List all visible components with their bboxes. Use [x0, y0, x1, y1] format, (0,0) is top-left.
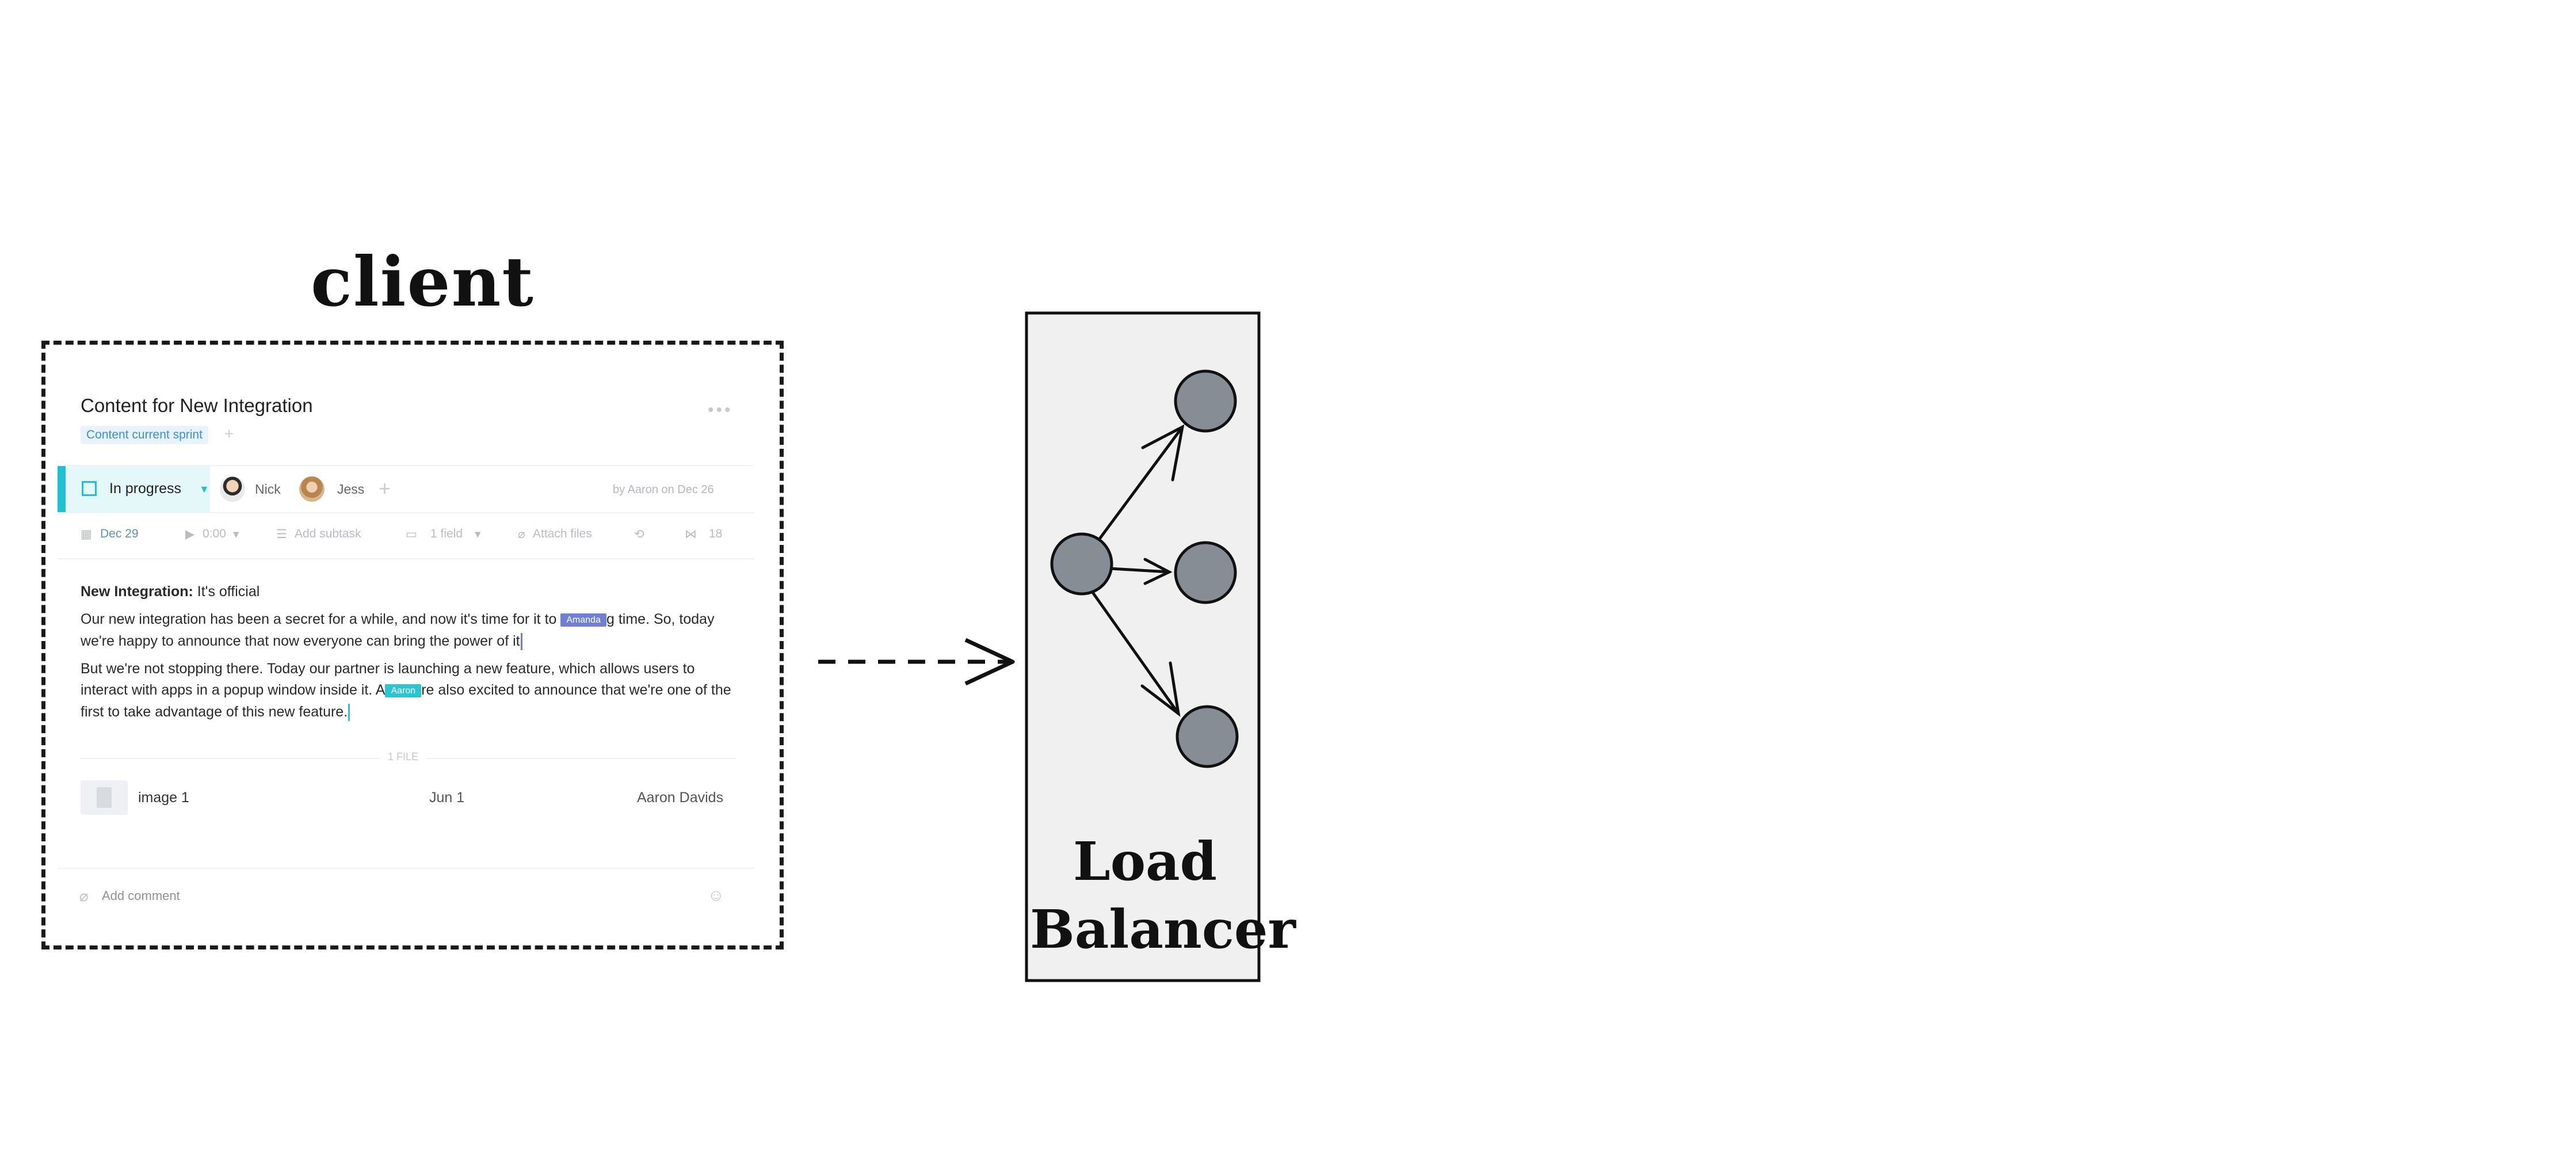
dependency-icon[interactable]: ⟲: [634, 528, 644, 541]
add-subtask[interactable]: Add subtask: [295, 527, 361, 540]
paragraph-1-start: Our new integration has been a secret fo…: [81, 611, 561, 627]
source-node: [1050, 532, 1113, 596]
due-date[interactable]: Dec 29: [100, 527, 139, 540]
created-byline: by Aaron on Dec 26: [613, 483, 714, 496]
cursor-tag-amanda: Amanda: [560, 613, 606, 627]
status-label: In progress: [109, 480, 182, 497]
field-icon[interactable]: ▭: [406, 528, 417, 541]
paragraph-2-start: But we're not stopping there. Today our …: [81, 660, 695, 698]
arrowhead-top: [1141, 424, 1185, 482]
cursor-caret-aaron: [348, 704, 350, 722]
paperclip-icon[interactable]: ⌀: [518, 528, 525, 541]
load-balancer: [1025, 311, 1261, 982]
task-card: Content for New Integration ••• Content …: [58, 380, 754, 926]
status-dropdown[interactable]: In progress ▼: [58, 466, 210, 512]
label-line-1: Load: [1073, 830, 1217, 893]
load-balancer-label: Load Balancer: [1030, 827, 1296, 963]
subtask-icon[interactable]: ☰: [276, 528, 287, 541]
comment-input[interactable]: Add comment: [102, 888, 180, 903]
comment-bar: ⌀ Add comment ☺: [58, 868, 754, 921]
timer[interactable]: 0:00: [203, 527, 226, 540]
paperclip-icon[interactable]: ⌀: [79, 887, 89, 905]
assignee-name: Jess: [337, 482, 365, 497]
attach-files[interactable]: Attach files: [533, 527, 592, 540]
share-count: 18: [709, 527, 723, 540]
caret-down-icon[interactable]: ▼: [199, 483, 209, 495]
checkbox-icon[interactable]: [82, 481, 97, 496]
add-tag-icon[interactable]: +: [224, 425, 234, 443]
caret-down-icon[interactable]: ▾: [475, 528, 481, 541]
more-icon[interactable]: •••: [708, 401, 733, 419]
avatar-nick[interactable]: [220, 476, 245, 502]
cursor-caret-amanda: [520, 633, 522, 651]
file-name[interactable]: image 1: [138, 790, 189, 806]
add-assignee-icon[interactable]: +: [379, 476, 391, 500]
file-icon[interactable]: [81, 780, 128, 815]
caret-down-icon[interactable]: ▾: [233, 528, 239, 541]
arrowhead-bottom: [1140, 661, 1181, 717]
paragraph-1-end: g time. So, today we're happy to announc…: [81, 611, 715, 649]
assignee-name: Nick: [255, 482, 281, 497]
client-label: client: [311, 242, 535, 322]
calendar-icon[interactable]: ▦: [81, 528, 92, 541]
emoji-icon[interactable]: ☺: [708, 886, 724, 904]
label-line-2: Balancer: [1030, 898, 1296, 960]
arrowhead-middle: [1143, 558, 1173, 585]
files-count-label: 1 FILE: [380, 751, 427, 763]
description-heading: New Integration:: [81, 584, 193, 600]
share-icon[interactable]: ⋈: [685, 528, 697, 541]
server-node-1: [1174, 369, 1237, 433]
description-heading-rest: It's official: [193, 584, 260, 600]
arrow-head: [964, 638, 1015, 686]
edge-bottom: [1090, 590, 1180, 715]
edge-top: [1098, 425, 1184, 540]
status-row: In progress ▼ Nick Jess + by Aaron on De…: [58, 465, 754, 513]
server-node-2: [1174, 541, 1237, 604]
cursor-tag-aaron: Aaron: [385, 684, 422, 697]
request-arrow: [818, 638, 1015, 686]
edge-middle: [1109, 567, 1171, 574]
field-count[interactable]: 1 field: [430, 527, 463, 540]
fan-out-arrows: [1090, 424, 1185, 717]
task-description[interactable]: New Integration: It's official Our new i…: [81, 581, 736, 729]
meta-row: ▦ Dec 29 ▶ 0:00 ▾ ☰ Add subtask ▭ 1 fiel…: [58, 512, 754, 559]
file-owner: Aaron Davids: [637, 790, 724, 806]
file-date: Jun 1: [429, 790, 465, 806]
server-node-3: [1176, 705, 1239, 768]
task-tag[interactable]: Content current sprint: [81, 426, 208, 444]
avatar-jess[interactable]: [299, 476, 325, 502]
paragraph-2-end: re also excited to announce that we're o…: [81, 681, 731, 720]
client-boundary: [41, 341, 784, 949]
task-title[interactable]: Content for New Integration: [81, 395, 313, 416]
play-icon[interactable]: ▶: [185, 528, 195, 541]
